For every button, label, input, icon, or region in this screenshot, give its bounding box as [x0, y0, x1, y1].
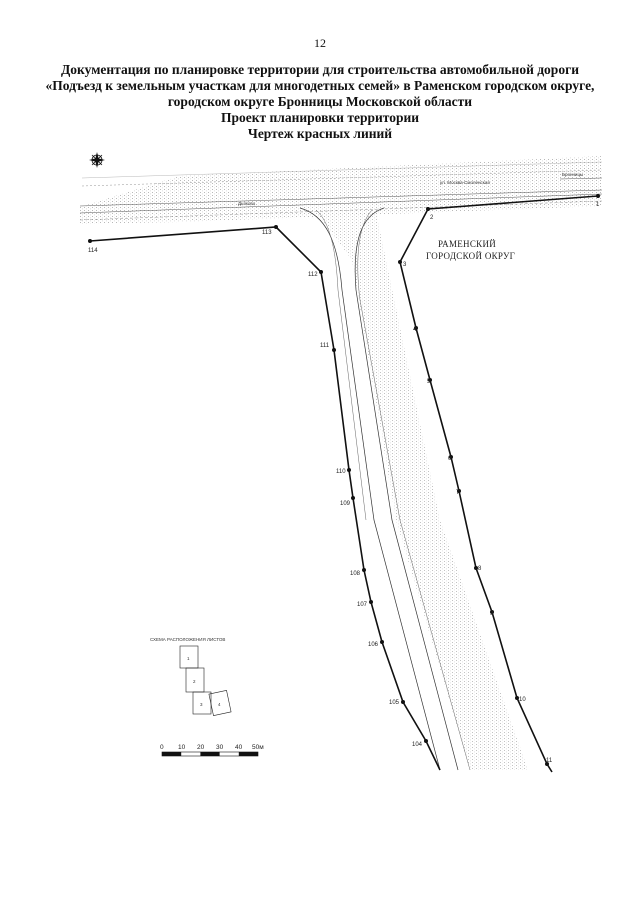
point-label: 104: [412, 742, 423, 748]
title-line-5: Чертеж красных линий: [247, 126, 393, 141]
point-label: 6: [448, 456, 452, 462]
sheet-4-label: 4: [218, 702, 221, 707]
scale-tick-label: 30: [216, 744, 224, 751]
point-label: 1: [596, 202, 600, 208]
point-label: 111: [320, 343, 330, 349]
point-label: 105: [389, 700, 400, 706]
point-label: 5: [427, 379, 431, 385]
scale-tick-label: 0: [160, 744, 164, 751]
access-road: [299, 207, 528, 771]
title-line-1: Документация по планировке территории дл…: [61, 62, 579, 77]
title-line-4: Проект планировки территории: [220, 110, 420, 125]
scale-tick-label: 50м: [252, 744, 264, 751]
sheet-scheme-title: СХЕМА РАСПОЛОЖЕНИЯ ЛИСТОВ: [150, 637, 225, 642]
point-label: 9: [490, 611, 494, 617]
point-label: 7: [456, 490, 460, 496]
point-label: 114: [88, 248, 98, 254]
page-number: 12: [314, 36, 326, 50]
title-line-3: городском округе Бронницы Московской обл…: [167, 94, 473, 109]
point-label: 108: [350, 571, 361, 577]
red-line-left: 114 113 112 111 110 109 108 107 106 105 …: [88, 225, 441, 771]
region-label-line-1: РАМЕНСКИЙ: [438, 239, 496, 249]
sheet-2-label: 2: [193, 679, 196, 684]
scale-tick-label: 40: [235, 744, 243, 751]
point-label: 113: [262, 230, 272, 236]
road-name-label: ул. Москва-Смоленская: [440, 180, 490, 185]
point-label: 112: [308, 272, 318, 278]
point-label: 10: [519, 697, 526, 703]
destination-label-dyakovo: Дьяково: [238, 201, 256, 206]
point-label: 2: [430, 215, 434, 221]
point-label: 8: [478, 566, 482, 572]
sheet-3-label: 3: [200, 702, 203, 707]
sheet-layout-scheme: СХЕМА РАСПОЛОЖЕНИЯ ЛИСТОВ 1 2 3 4: [150, 637, 232, 716]
region-label-line-2: ГОРОДСКОЙ ОКРУГ: [426, 251, 515, 261]
point-label: 3: [403, 262, 407, 268]
point-label: 4: [413, 327, 417, 333]
sheet-1-label: 1: [187, 656, 190, 661]
title-line-2: «Подъезд к земельным участкам для многод…: [45, 78, 595, 93]
point-label: 107: [357, 602, 368, 608]
scale-tick-label: 20: [197, 744, 205, 751]
main-road: ул. Москва-Смоленская Бронницы Дьяково: [79, 156, 603, 224]
red-line-right: 1 2 3 4 5 6 7 8 9 10 11: [398, 194, 600, 773]
document-title: Документация по планировке территории дл…: [40, 62, 600, 142]
point-label: 106: [368, 642, 379, 648]
destination-label-bronnitsy: Бронницы: [562, 172, 583, 177]
point-label: 110: [336, 469, 346, 475]
north-arrow-icon: [89, 152, 105, 168]
point-label: 11: [546, 758, 553, 764]
scale-tick-label: 10: [178, 744, 186, 751]
point-label: 109: [340, 501, 351, 507]
scale-bar: 0 10 20 30 40 50м: [160, 744, 264, 757]
